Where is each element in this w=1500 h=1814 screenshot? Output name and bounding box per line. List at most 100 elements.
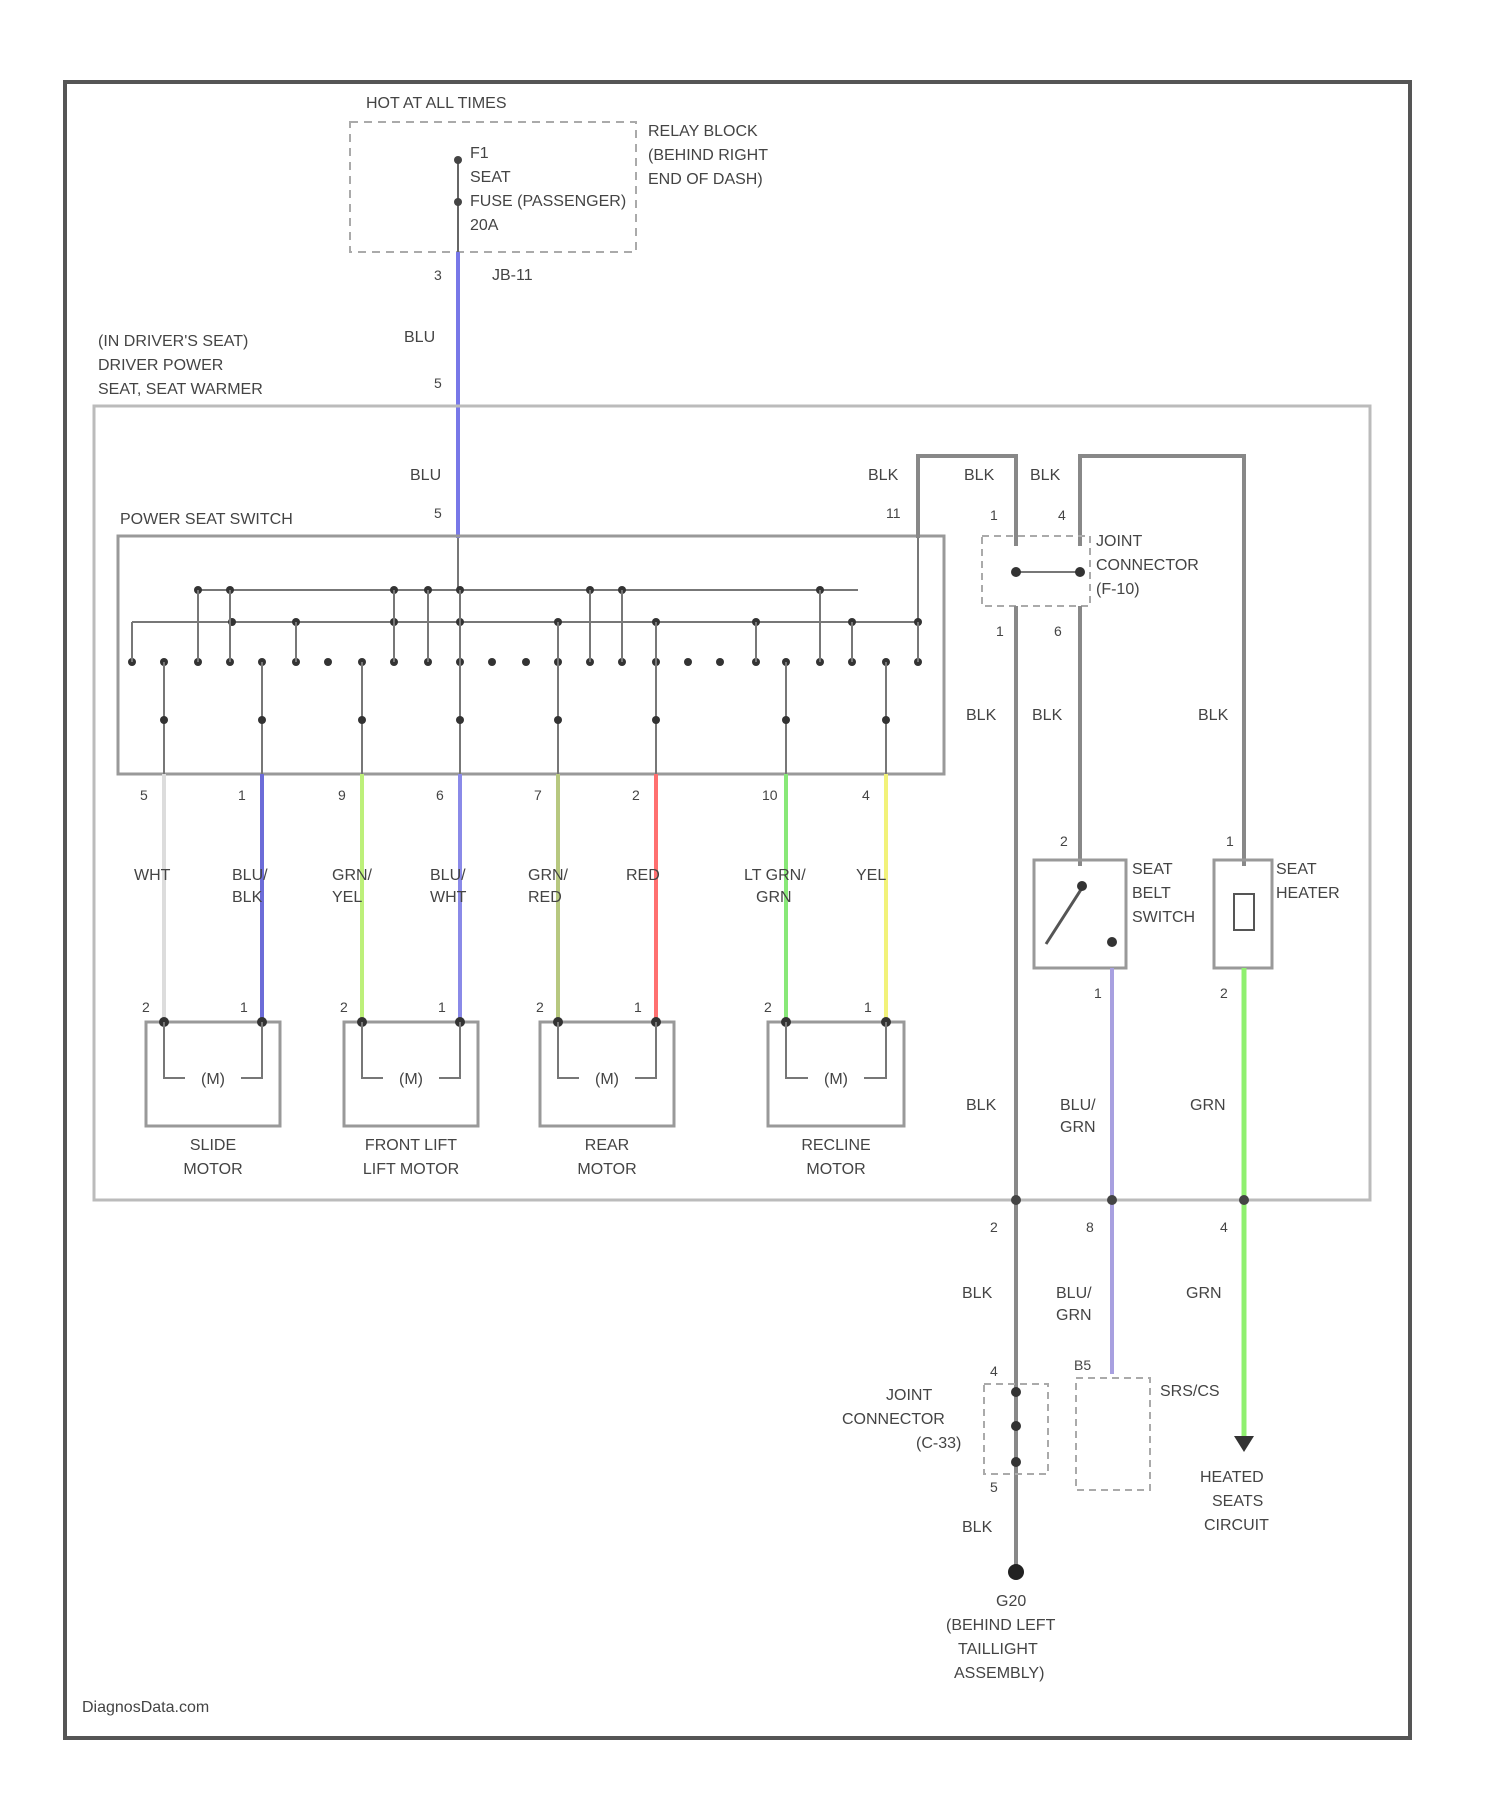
motor-icon-0: (M) <box>201 1071 225 1088</box>
motor-name-2-1: MOTOR <box>577 1161 636 1178</box>
motor-pin-a-3: 2 <box>764 999 772 1015</box>
fuse-label-1: F1 <box>470 145 489 162</box>
heated-label-2: SEATS <box>1212 1493 1263 1510</box>
output-wire-label-1-1: BLK <box>232 889 263 906</box>
motor-name-3-0: RECLINE <box>801 1137 870 1154</box>
motor-name-2-0: REAR <box>585 1137 629 1154</box>
belt-label-2: BELT <box>1132 885 1171 902</box>
right-wire-mid-1: BLK <box>966 707 997 724</box>
lower-wire-1: BLK <box>966 1097 997 1114</box>
motor-pin-a-2: 2 <box>536 999 544 1015</box>
seat-pin-in: 5 <box>434 375 442 391</box>
fuse-label-3: FUSE (PASSENGER) <box>470 193 626 210</box>
jb-label: JB-11 <box>492 267 533 284</box>
output-wire-label-1-0: BLU/ <box>232 867 268 884</box>
switch-output-node-4 <box>554 716 562 724</box>
switch-output-node-1 <box>258 716 266 724</box>
output-pin-0: 5 <box>140 787 148 803</box>
heater-pin-top: 1 <box>1226 833 1234 849</box>
seat-title-2: DRIVER POWER <box>98 357 223 374</box>
below-wire-2a: BLU/ <box>1056 1285 1092 1302</box>
c33-label-3: (C-33) <box>916 1435 961 1452</box>
switch-output-node-6 <box>782 716 790 724</box>
output-pin-6: 10 <box>762 787 778 803</box>
jc-pin-top-1: 1 <box>990 507 998 523</box>
ground-label-1: G20 <box>996 1593 1026 1610</box>
output-wire-label-4-0: GRN/ <box>528 867 569 884</box>
fuse-label-2: SEAT <box>470 169 511 186</box>
heated-label-1: HEATED <box>1200 1469 1264 1486</box>
fuse-label-4: 20A <box>470 217 499 234</box>
right-wire-mid-2: BLK <box>1032 707 1063 724</box>
heater-ground-wire <box>1080 456 1244 866</box>
ground-label-4: ASSEMBLY) <box>954 1665 1044 1682</box>
ground-point-icon <box>1008 1564 1024 1580</box>
gnd-wire-label-2: BLK <box>964 467 995 484</box>
output-pin-1: 1 <box>238 787 246 803</box>
switch-outputs: 5WHT1BLU/BLK9GRN/YEL6BLU/WHT7GRN/RED2RED… <box>134 662 890 1022</box>
output-wire-label-3-1: WHT <box>430 889 467 906</box>
below-wire-1: BLK <box>962 1285 993 1302</box>
switch-output-node-3 <box>456 716 464 724</box>
output-wire-label-2-0: GRN/ <box>332 867 373 884</box>
jc-c33-node-3 <box>1011 1457 1021 1467</box>
output-wire-label-0-0: WHT <box>134 867 171 884</box>
srs-box <box>1076 1378 1150 1490</box>
output-wire-label-6-0: LT GRN/ <box>744 867 806 884</box>
motor-lead-a-3 <box>786 1022 808 1078</box>
below-wire-3: GRN <box>1186 1285 1222 1302</box>
fuse-node-mid <box>454 198 462 206</box>
motor-name-1-1: LIFT MOTOR <box>363 1161 459 1178</box>
ground-label-3: TAILLIGHT <box>958 1641 1038 1658</box>
motor-lead-b-3 <box>864 1022 886 1078</box>
motor-name-0-1: MOTOR <box>183 1161 242 1178</box>
jc-pin-bot-2: 6 <box>1054 623 1062 639</box>
belt-switch-node-top <box>1077 881 1087 891</box>
motor-lead-a-0 <box>164 1022 185 1078</box>
motor-pin-b-3: 1 <box>864 999 872 1015</box>
right-wire-mid-3: BLK <box>1198 707 1229 724</box>
belt-pin-bottom: 1 <box>1094 985 1102 1001</box>
switch-title: POWER SEAT SWITCH <box>120 511 293 528</box>
hot-label: HOT AT ALL TIMES <box>366 95 507 112</box>
switch-pin-in: 5 <box>434 505 442 521</box>
motor-pin-a-1: 2 <box>340 999 348 1015</box>
output-pin-5: 2 <box>632 787 640 803</box>
box-pin-3: 4 <box>1220 1219 1228 1235</box>
motor-name-3-1: MOTOR <box>806 1161 865 1178</box>
motor-lead-a-2 <box>558 1022 579 1078</box>
jc-f10-label-2: CONNECTOR <box>1096 557 1199 574</box>
lower-wire-2a: BLU/ <box>1060 1097 1096 1114</box>
seat-title-3: SEAT, SEAT WARMER <box>98 381 263 398</box>
srs-pin: B5 <box>1074 1357 1091 1373</box>
lower-wire-3: GRN <box>1190 1097 1226 1114</box>
ground-label-2: (BEHIND LEFT <box>946 1617 1056 1634</box>
output-pin-3: 6 <box>436 787 444 803</box>
box-pin-1: 2 <box>990 1219 998 1235</box>
belt-label-3: SWITCH <box>1132 909 1195 926</box>
belt-switch-node-bot <box>1107 937 1117 947</box>
c33-label-1: JOINT <box>886 1387 932 1404</box>
heater-label-1: SEAT <box>1276 861 1317 878</box>
motors: (M)21SLIDEMOTOR(M)21FRONT LIFTLIFT MOTOR… <box>142 999 904 1178</box>
output-wire-label-4-1: RED <box>528 889 562 906</box>
motor-lead-a-1 <box>362 1022 383 1078</box>
switch-contact-12 <box>522 658 530 666</box>
c33-label-2: CONNECTOR <box>842 1411 945 1428</box>
seat-heater-box <box>1214 860 1272 968</box>
box-exit-node-2 <box>1107 1195 1117 1205</box>
seat-belt-switch-contact <box>1046 888 1082 944</box>
diagram-frame <box>65 82 1410 1738</box>
seat-title-1: (IN DRIVER'S SEAT) <box>98 333 248 350</box>
below-wire-2b: GRN <box>1056 1307 1092 1324</box>
jc-f10-node-1 <box>1011 567 1021 577</box>
jc-f10-node-2 <box>1075 567 1085 577</box>
switch-pin-gnd: 11 <box>886 505 901 521</box>
blu-wire-label-top: BLU <box>404 329 435 346</box>
c33-pin-top: 4 <box>990 1363 998 1379</box>
c33-pin-bottom: 5 <box>990 1479 998 1495</box>
heated-label-3: CIRCUIT <box>1204 1517 1269 1534</box>
motor-name-0-0: SLIDE <box>190 1137 236 1154</box>
motor-pin-a-0: 2 <box>142 999 150 1015</box>
